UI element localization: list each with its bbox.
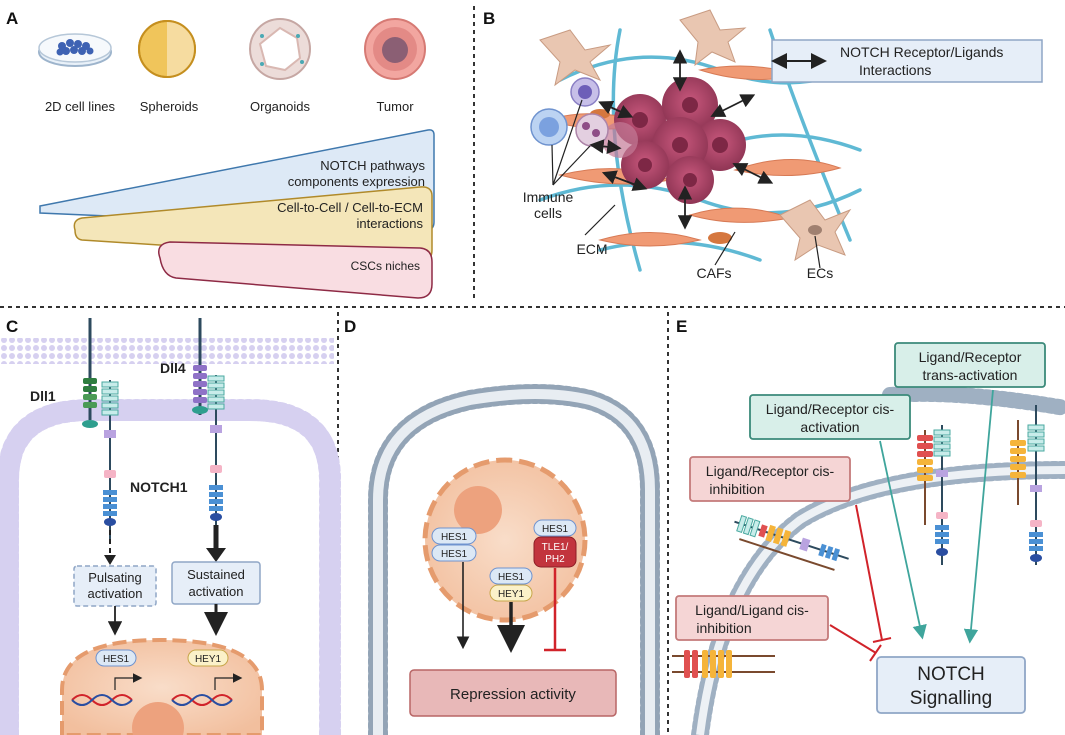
model-label-spheroids: Spheroids xyxy=(140,99,199,114)
panel-b-letter: B xyxy=(483,9,495,28)
repression-activity-label: Repression activity xyxy=(450,686,576,703)
label-immune-line2: cells xyxy=(534,205,562,221)
model-label-tumor: Tumor xyxy=(376,99,414,114)
cis-activation-line2: activation xyxy=(800,419,859,435)
legend-line2: Interactions xyxy=(859,62,931,78)
wedge-cell-interactions-line2: interactions xyxy=(357,216,424,231)
interaction-arrows xyxy=(589,49,774,230)
hes1-protein-d1 xyxy=(431,527,477,545)
ligand-cis-inhibition-line xyxy=(829,624,882,662)
petri-dish-icon xyxy=(38,33,112,67)
hes1-protein-c xyxy=(95,649,137,667)
hes1-protein-d2 xyxy=(431,544,477,562)
model-label-organoids: Organoids xyxy=(250,99,310,114)
e-ligand-receptor-right xyxy=(1010,405,1045,565)
cis-activation-box[interactable] xyxy=(749,394,911,440)
notch1-receptor-right xyxy=(206,375,226,562)
panel-a-letter: A xyxy=(6,9,18,28)
panel-d: D HES1 HES1 HES1 HEY1 HES1 TLE1/ PH2 Rep… xyxy=(344,317,660,735)
cis-inhibition-line2: inhibition xyxy=(709,481,764,497)
cis-inhibition-line xyxy=(855,504,892,643)
ec-cells xyxy=(539,9,852,262)
panel-e-letter: E xyxy=(676,317,687,336)
hes1-protein-d4 xyxy=(533,519,577,537)
repression-activity-box xyxy=(409,669,617,717)
hey1-label-c: HEY1 xyxy=(195,654,222,665)
e-ligand-receptor-center xyxy=(917,425,951,565)
dll1-label: Dll1 xyxy=(30,388,56,404)
hes1-label-d4: HES1 xyxy=(542,524,569,535)
panel-b: B xyxy=(483,9,1043,281)
hes1-protein-d3 xyxy=(489,567,533,585)
ligand-cis-inhibition-line1: Ligand/Ligand cis- xyxy=(695,602,809,618)
label-immune-line1: Immune xyxy=(523,189,574,205)
cis-inhibition-box[interactable] xyxy=(689,456,851,502)
panel-d-letter: D xyxy=(344,317,356,336)
tle1-inhibition xyxy=(544,568,566,652)
panel-c: C Dll1 xyxy=(0,317,341,735)
trans-activation-box[interactable] xyxy=(894,342,1046,388)
model-label-2d: 2D cell lines xyxy=(45,99,116,114)
dll4-ligand xyxy=(192,318,208,415)
hes1-label-d2: HES1 xyxy=(441,549,468,560)
notch1-label: NOTCH1 xyxy=(130,479,188,495)
tumor-icon xyxy=(364,18,426,80)
e-ligand-receptor-diagonal xyxy=(734,515,849,571)
hey1-protein-c xyxy=(187,649,229,667)
hes1-label-c: HES1 xyxy=(103,654,130,665)
wedge-cscs-niches-label: CSCs niches xyxy=(351,259,420,273)
trans-activation-line2: trans-activation xyxy=(923,367,1018,383)
wedge-notch-expression-line1: NOTCH pathways xyxy=(320,158,425,173)
c-arch-dots xyxy=(0,399,341,735)
tle1-label-line2: PH2 xyxy=(545,554,565,565)
label-ecm: ECM xyxy=(576,241,607,257)
panel-c-letter: C xyxy=(6,317,18,336)
hey1-label-d: HEY1 xyxy=(498,589,525,600)
cis-inhibition-line1: Ligand/Receptor cis- xyxy=(706,463,835,479)
dna-helix-right xyxy=(171,673,243,706)
dna-helix-left xyxy=(71,673,143,706)
notch-signalling-box[interactable] xyxy=(876,656,1026,714)
sustained-line2: activation xyxy=(189,584,244,599)
trans-activation-arrow xyxy=(963,389,994,644)
pulsating-line2: activation xyxy=(88,586,143,601)
legend-line1: NOTCH Receptor/Ligands xyxy=(840,44,1003,60)
organoid-icon xyxy=(249,18,311,80)
notch-signalling-line1: NOTCH xyxy=(917,664,985,685)
pulsating-line1: Pulsating xyxy=(88,570,141,585)
dll1-ligand xyxy=(82,318,98,428)
hey1-protein-d xyxy=(489,584,533,602)
wedge-cell-interactions-line1: Cell-to-Cell / Cell-to-ECM xyxy=(277,200,423,215)
spheroid-icon xyxy=(138,20,196,78)
panel-a: A 2D cell lines xyxy=(6,9,435,299)
tle1-label-line1: TLE1/ xyxy=(542,542,569,553)
trans-activation-line1: Ligand/Receptor xyxy=(919,349,1022,365)
e-membrane-upper xyxy=(882,385,1065,416)
notch1-receptor-left xyxy=(101,380,119,565)
pulsating-activation-box xyxy=(73,565,157,607)
wedge-cscs-niches xyxy=(158,241,433,299)
label-cafs: CAFs xyxy=(697,265,732,281)
panel-e: E xyxy=(672,317,1065,735)
c-nucleolus xyxy=(132,702,184,735)
hes1-label-d1: HES1 xyxy=(441,532,468,543)
cis-activation-arrow xyxy=(879,440,927,640)
notch-signalling-line2: Signalling xyxy=(910,688,992,709)
dll4-label: Dll4 xyxy=(160,360,186,376)
immune-cells xyxy=(530,77,609,147)
label-ecs: ECs xyxy=(807,265,833,281)
ligand-cis-inhibition-box[interactable] xyxy=(675,595,829,641)
cis-activation-line1: Ligand/Receptor cis- xyxy=(766,401,895,417)
e-ligand-ligand-glyph xyxy=(672,650,775,678)
c-top-membrane xyxy=(0,338,334,364)
d-nucleolus xyxy=(454,486,502,534)
hes1-label-d3: HES1 xyxy=(498,572,525,583)
tle1-ph2-protein xyxy=(533,536,577,568)
wedge-notch-expression-line2: components expression xyxy=(288,174,425,189)
sustained-line1: Sustained xyxy=(187,567,245,582)
label-leaders xyxy=(551,99,821,269)
ligand-cis-inhibition-line2: inhibition xyxy=(696,620,751,636)
